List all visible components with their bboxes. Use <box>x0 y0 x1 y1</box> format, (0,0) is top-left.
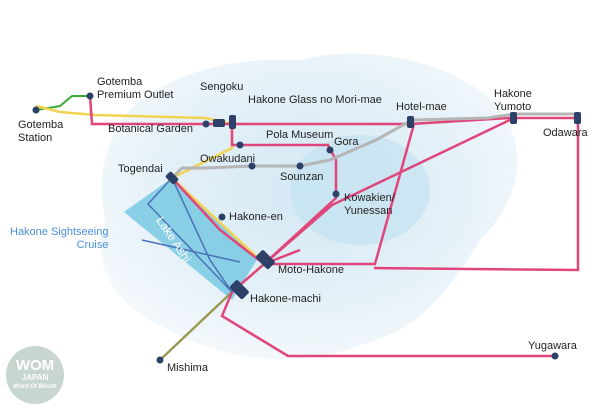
label-hotel-mae: Hotel-mae <box>396 101 447 113</box>
station-hubs <box>165 112 581 300</box>
label-kowakien: Kowakien/ Yunessan <box>344 192 395 217</box>
station-dot-yugawara <box>551 352 559 360</box>
watercolor-spot <box>290 135 430 245</box>
station-dot-kowakien <box>332 190 340 198</box>
station-dots <box>32 92 559 364</box>
hub-odawara <box>574 112 581 124</box>
hub-glass <box>229 115 236 129</box>
label-botanical-garden: Botanical Garden <box>108 123 193 135</box>
label-gotemba-station: Gotemba Station <box>18 119 64 144</box>
label-gotemba-outlet: Gotemba Premium Outlet <box>97 76 174 101</box>
label-odawara: Odawara <box>543 127 588 139</box>
logo-tagline: Word Of Mouth <box>13 384 57 390</box>
label-pola-museum: Pola Museum <box>266 129 334 141</box>
station-dot-sounzan <box>296 162 304 170</box>
lake-ashi <box>124 178 258 300</box>
logo-wom: WOM <box>15 357 55 374</box>
hub-hakone-machi <box>229 280 249 300</box>
label-mishima: Mishima <box>167 362 208 374</box>
wom-japan-logo: WOM JAPAN Word Of Mouth <box>6 346 64 404</box>
label-sengoku: Sengoku <box>200 81 244 93</box>
station-dot-owakudani <box>248 162 256 170</box>
hub-yumoto <box>510 112 517 124</box>
station-dot-mishima <box>156 356 164 364</box>
label-sounzan: Sounzan <box>280 171 324 183</box>
station-dot-gotemba <box>32 106 40 114</box>
label-cruise: Hakone Sightseeing Cruise <box>10 226 109 251</box>
label-hakone-machi: Hakone-machi <box>250 293 321 305</box>
label-hakone-en: Hakone-en <box>229 211 283 223</box>
hub-hotel-mae <box>407 116 414 128</box>
label-yugawara: Yugawara <box>528 340 577 352</box>
hub-moto-hakone <box>255 250 275 270</box>
station-dot-botanical <box>202 120 210 128</box>
label-owakudani: Owakudani <box>200 153 256 165</box>
station-dot-outlet <box>86 92 94 100</box>
logo-japan: JAPAN <box>21 373 49 382</box>
label-gora: Gora <box>334 136 359 148</box>
route-grey <box>170 112 578 180</box>
hub-togendai <box>165 171 179 185</box>
station-dot-gora <box>326 146 334 154</box>
hub-sengoku <box>213 119 225 127</box>
label-hakone-glass: Hakone Glass no Mori-mae <box>248 94 382 106</box>
station-dot-hakone-en <box>218 213 226 221</box>
station-dot-pola <box>236 141 244 149</box>
label-togendai: Togendai <box>118 163 163 175</box>
label-hakone-yumoto: Hakone Yumoto <box>494 88 532 113</box>
route-cruise <box>141 177 241 293</box>
label-moto-hakone: Moto-Hakone <box>278 264 345 276</box>
